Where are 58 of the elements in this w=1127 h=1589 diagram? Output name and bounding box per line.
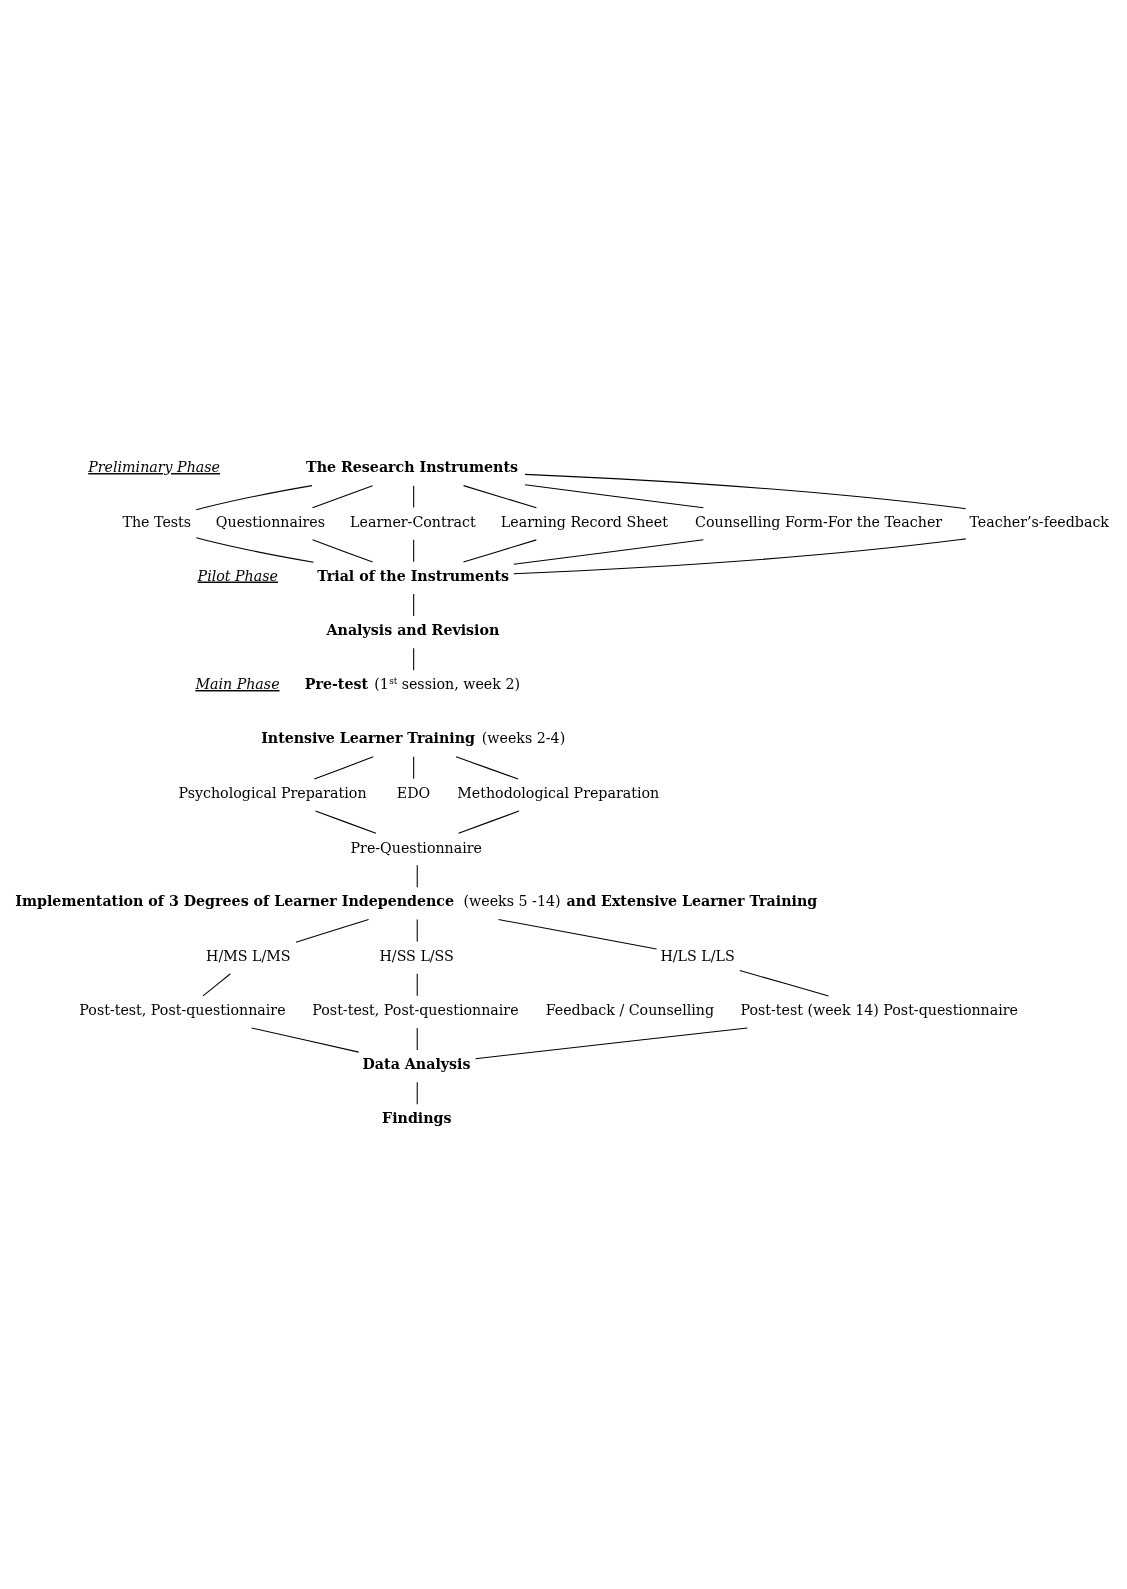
node-text: H/LS L/LS — [660, 947, 735, 964]
connector — [195, 484, 313, 510]
connector — [413, 593, 415, 617]
node-text: Trial of the Instruments — [317, 567, 510, 584]
label: Feedback / Counselling — [545, 1001, 715, 1018]
connector — [524, 473, 967, 509]
node-text: Learner-Contract — [350, 513, 476, 530]
connector — [463, 484, 537, 508]
label: Pilot Phase — [197, 567, 278, 584]
connector — [314, 810, 377, 834]
connector — [202, 972, 231, 996]
connector — [416, 864, 418, 888]
connector — [311, 484, 374, 508]
connector — [475, 1026, 748, 1059]
node-text: Questionnaires — [215, 513, 326, 530]
node-text: The Research Instruments — [306, 458, 518, 475]
connector — [513, 537, 967, 574]
connector — [413, 647, 415, 671]
connector — [416, 1027, 418, 1051]
node-text: Implementation of 3 Degrees of Learner Independence (weeks 5 -14) and Extensive Learner Training — [15, 892, 818, 909]
node-text: Data Analysis — [362, 1055, 471, 1072]
connector — [416, 918, 418, 942]
label: Main Phase — [195, 675, 280, 692]
connector — [462, 538, 537, 563]
node-text: Learning Record Sheet — [500, 513, 668, 530]
connector — [413, 484, 415, 508]
node-text: Intensive Learner Training (weeks 2-4) — [261, 729, 566, 746]
connector — [313, 755, 374, 779]
connector — [458, 810, 520, 834]
connector — [312, 538, 374, 563]
connector — [195, 536, 315, 563]
node-text: Pre-Questionnaire — [350, 839, 483, 856]
connector — [497, 918, 658, 950]
node-text: Post-test (week 14) Post-questionnaire — [740, 1001, 1019, 1018]
connector — [739, 969, 829, 996]
connector — [524, 483, 704, 508]
connector — [413, 755, 415, 779]
connector — [413, 538, 415, 562]
label: Preliminary Phase — [88, 458, 221, 475]
node-text: Post-test, Post-questionnaire — [312, 1001, 519, 1018]
node-text: EDO — [396, 784, 431, 801]
node-text: Analysis and Revision — [326, 621, 500, 638]
node-text: Pre-test (1$^{st}$ session, week 2) — [304, 675, 521, 692]
node-text: H/MS L/MS — [206, 947, 291, 964]
connector — [455, 755, 519, 779]
connector — [513, 538, 704, 565]
node-text: Counselling Form-For the Teacher — [695, 513, 943, 530]
connector — [416, 972, 418, 996]
connector — [251, 1027, 360, 1053]
node-text: Teacher’s-feedback — [969, 513, 1109, 530]
node-text: Methodological Preparation — [457, 784, 660, 801]
node-text: The Tests — [122, 513, 192, 530]
node-text: Post-test, Post-questionnaire — [79, 1001, 286, 1018]
connector — [416, 1081, 418, 1105]
node-text: H/SS L/SS — [379, 947, 454, 964]
connector — [295, 918, 370, 943]
node-text: Psychological Preparation — [178, 784, 367, 801]
node-text: Findings — [382, 1109, 452, 1126]
